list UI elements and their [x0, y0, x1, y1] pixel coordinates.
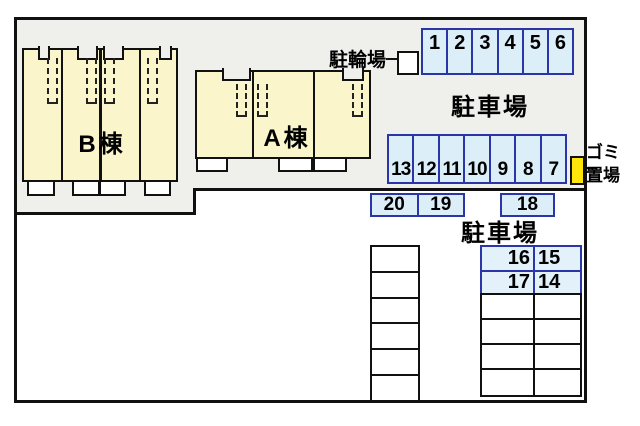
building-a	[195, 70, 371, 159]
garbage-leader-line	[584, 167, 596, 169]
empty-stall	[372, 374, 418, 400]
building-b-entry-dashed-outline	[86, 58, 97, 104]
building-b-unit-divider	[99, 50, 102, 180]
parking-space-17: 17	[482, 271, 535, 293]
parking-space-9: 9	[491, 136, 517, 182]
ground-step-line-left	[14, 212, 196, 215]
parking-lot-label-upper: 駐車場	[451, 93, 529, 121]
building-b-porch	[27, 180, 55, 196]
parking-space-10: 10	[465, 136, 491, 182]
empty-stall	[482, 345, 535, 368]
empty-stall	[482, 295, 535, 318]
parking-row-middle: 13 12 11 10 9 8 7	[387, 134, 567, 184]
empty-stall-row	[480, 343, 582, 370]
empty-stall	[372, 270, 418, 297]
site-boundary-left	[14, 17, 17, 403]
building-b-entry-dashed-outline	[147, 58, 158, 104]
building-b-unit-divider	[61, 50, 63, 180]
building-a-porch	[278, 157, 313, 172]
building-b-entry-dashed-outline	[104, 58, 115, 104]
parking-space-7: 7	[548, 159, 559, 180]
building-b-porch	[144, 180, 171, 196]
empty-stall	[535, 370, 580, 395]
garbage-box	[570, 156, 585, 185]
bicycle-parking-box	[397, 51, 419, 75]
empty-stall-column	[370, 245, 420, 402]
building-a-porch	[196, 157, 228, 172]
empty-stall-row	[480, 318, 582, 345]
parking-grid-row-1: 16 15	[480, 245, 582, 272]
parking-space-1: 1	[423, 30, 449, 73]
site-boundary-top	[14, 17, 587, 20]
building-a-entry-dashed-outline	[352, 84, 363, 117]
parking-space-14: 14	[538, 271, 561, 293]
empty-stall-row	[480, 293, 582, 320]
empty-stall	[372, 296, 418, 323]
building-a-roof-notch	[222, 68, 251, 81]
parking-space-18-box: 18	[500, 193, 555, 217]
building-b-roof-notch	[38, 46, 50, 60]
empty-stall	[372, 348, 418, 374]
building-a-entry-dashed-outline	[236, 84, 247, 117]
parking-space-13: 13	[389, 136, 415, 182]
parking-space-11: 11	[440, 136, 466, 182]
building-a-entry-dashed-outline	[257, 84, 268, 117]
bicycle-parking-leader-line	[386, 58, 397, 60]
empty-stall-row	[480, 368, 582, 397]
empty-stall	[372, 247, 418, 271]
parking-space-20: 20	[372, 194, 419, 215]
parking-space-18: 18	[516, 194, 539, 215]
empty-stall	[535, 345, 580, 368]
parking-row-small: 20 19	[370, 193, 465, 217]
parking-lot-label-lower: 駐車場	[461, 219, 539, 247]
empty-stall	[535, 295, 580, 318]
parking-row-top: 1 2 3 4 5 6	[421, 28, 574, 75]
empty-stall	[535, 320, 580, 343]
empty-stall	[372, 322, 418, 348]
parking-space-15: 15	[538, 247, 561, 269]
parking-space-19: 19	[430, 194, 452, 215]
building-b-roof-notch	[159, 46, 172, 60]
garbage-label-line2: 置場	[586, 165, 620, 185]
building-a-label: A棟	[263, 124, 311, 152]
garbage-label-line1: ゴミ	[586, 143, 620, 162]
parking-space-8: 8	[516, 136, 542, 182]
parking-space-4: 4	[499, 30, 524, 73]
building-b-unit-divider	[139, 50, 141, 180]
parking-space-2: 2	[448, 30, 474, 73]
parking-space-3: 3	[473, 30, 499, 73]
parking-space-16: 16	[482, 247, 535, 270]
building-a-porch	[313, 157, 347, 172]
ground-step-line-vertical	[193, 188, 196, 215]
garbage-label: ゴミ 置場	[586, 142, 626, 190]
site-boundary-bottom	[14, 400, 587, 403]
bicycle-parking-label: 駐輪場	[328, 49, 386, 71]
parking-space-12: 12	[414, 136, 440, 182]
ground-step-line-right	[195, 188, 585, 191]
building-b-porch	[72, 180, 100, 196]
building-b-porch	[99, 180, 126, 196]
building-a-roof-notch	[342, 68, 364, 81]
empty-stall	[482, 320, 535, 343]
parking-space-5: 5	[524, 30, 549, 73]
parking-space-6: 6	[554, 32, 566, 54]
building-a-unit-divider	[252, 72, 254, 157]
empty-stall	[482, 370, 535, 395]
building-b-entry-dashed-outline	[47, 58, 58, 104]
site-boundary-right	[584, 17, 587, 403]
building-a-unit-divider	[313, 72, 315, 157]
building-b-label: B棟	[78, 130, 126, 158]
parking-grid-row-2: 17 14	[480, 270, 582, 295]
